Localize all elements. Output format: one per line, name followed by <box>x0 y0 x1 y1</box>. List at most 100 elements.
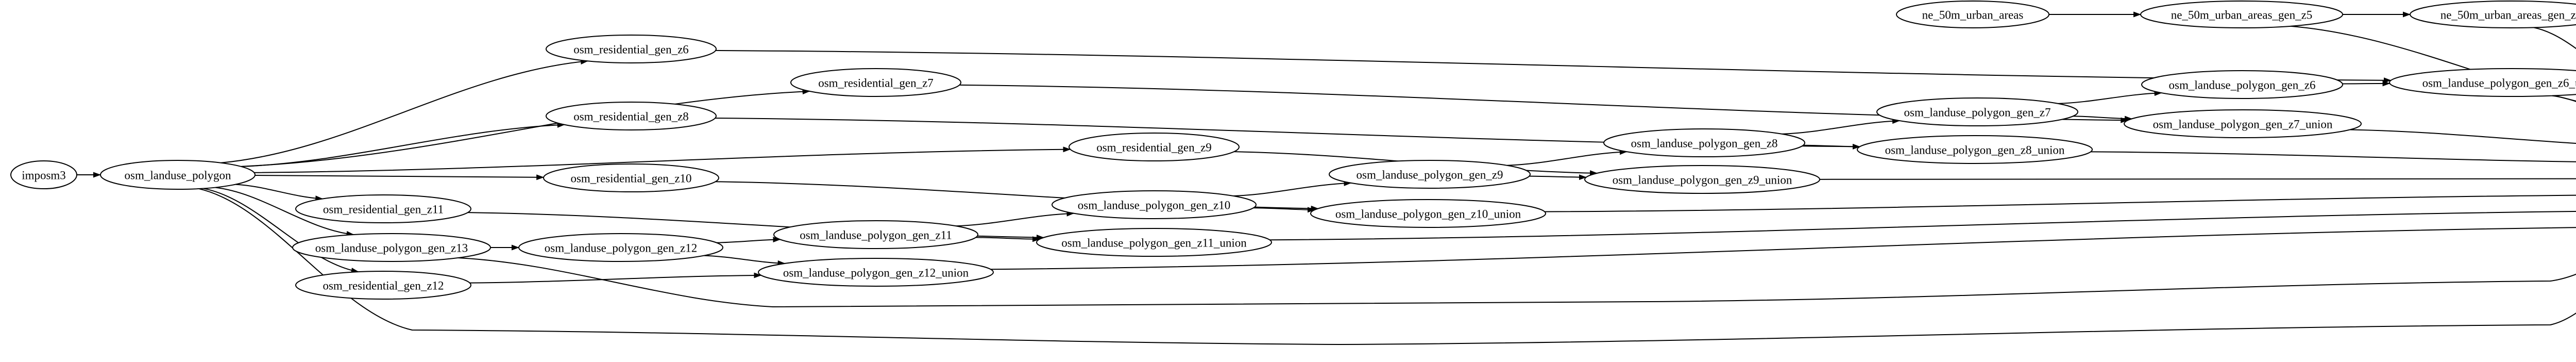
node-label: osm_landuse_polygon <box>125 169 231 182</box>
node-osm_landuse_polygon_gen_z12_union: osm_landuse_polygon_gen_z12_union <box>758 258 994 287</box>
node-label: osm_residential_gen_z11 <box>323 203 444 216</box>
node-label: osm_landuse_polygon_gen_z11_union <box>1061 237 1247 250</box>
node-osm_residential_gen_z7: osm_residential_gen_z7 <box>790 68 961 97</box>
edge-osm_landuse_polygon_gen_z10_union-to-layer_landuse-z10 <box>1545 194 2576 212</box>
edge-osm_landuse_polygon_gen_z12-to-osm_landuse_polygon_gen_z11 <box>716 237 781 243</box>
edge-osm_landuse_polygon_gen_z7_union-to-layer_landuse-z7 <box>2350 129 2576 144</box>
edge-osm_landuse_polygon-to-osm_residential_gen_z6 <box>221 59 589 163</box>
node-osm_residential_gen_z12: osm_residential_gen_z12 <box>295 271 471 300</box>
node-osm_landuse_polygon_gen_z7: osm_landuse_polygon_gen_z7 <box>1876 97 2078 126</box>
node-osm_landuse_polygon_gen_z6: osm_landuse_polygon_gen_z6 <box>2141 70 2343 99</box>
edge-osm_landuse_polygon_gen_z8_union-to-layer_landuse-z8 <box>2091 151 2576 162</box>
node-label: imposm3 <box>22 169 66 182</box>
node-label: osm_landuse_polygon_gen_z8_union <box>1885 144 2065 157</box>
node-osm_landuse_polygon_gen_z9: osm_landuse_polygon_gen_z9 <box>1329 160 1531 189</box>
edge-osm_landuse_polygon_gen_z13-to-layer_landuse-z13 <box>457 257 2576 308</box>
nodes-layer: imposm3 osm_landuse_polygon osm_residentia… <box>10 1 2576 300</box>
node-ellipse <box>790 68 961 97</box>
node-ellipse <box>2141 70 2343 99</box>
node-label: osm_residential_gen_z8 <box>573 110 689 123</box>
node-label: osm_landuse_polygon_gen_z12 <box>545 242 697 255</box>
edge-osm_landuse_polygon_gen_z8-to-osm_landuse_polygon_gen_z7 <box>1782 118 1901 135</box>
node-ellipse <box>1896 1 2049 28</box>
node-label: ne_50m_urban_areas <box>1922 9 2024 22</box>
node-label: osm_landuse_polygon_gen_z6 <box>2169 79 2316 92</box>
edge-osm_landuse_polygon_gen_z7-to-osm_landuse_polygon_gen_z6 <box>2058 90 2162 104</box>
node-osm_landuse_polygon_gen_z10_union: osm_landuse_polygon_gen_z10_union <box>1310 199 1546 228</box>
node-ellipse <box>2124 109 2362 138</box>
node-label: osm_landuse_polygon_gen_z7 <box>1904 106 2051 119</box>
node-label: osm_residential_gen_z10 <box>570 172 691 185</box>
node-label: osm_landuse_polygon_gen_z11 <box>800 229 952 242</box>
node-ellipse <box>295 271 471 300</box>
node-ne_50m_urban_areas: ne_50m_urban_areas <box>1896 1 2049 28</box>
node-ellipse <box>546 102 717 130</box>
edge-osm_landuse_polygon_gen_z11-to-osm_landuse_polygon_gen_z11_union <box>976 236 1041 242</box>
node-osm_landuse_polygon_gen_z8: osm_landuse_polygon_gen_z8 <box>1603 128 1805 157</box>
node-ellipse <box>1329 160 1531 189</box>
node-osm_residential_gen_z9: osm_residential_gen_z9 <box>1069 133 1240 161</box>
node-osm_residential_gen_z6: osm_residential_gen_z6 <box>546 35 717 63</box>
edge-osm_landuse_polygon_gen_z12-to-osm_landuse_polygon_gen_z12_union <box>704 255 786 266</box>
node-osm_landuse_polygon_gen_z7_union: osm_landuse_polygon_gen_z7_union <box>2124 109 2362 138</box>
edge-osm_landuse_polygon_gen_z11_union-to-layer_landuse-z11 <box>1269 210 2576 241</box>
node-ellipse <box>543 163 719 192</box>
edge-osm_landuse_polygon_gen_z11-to-osm_landuse_polygon_gen_z10 <box>956 210 1075 227</box>
node-label: osm_landuse_polygon_gen_z7_union <box>2153 118 2333 131</box>
node-ellipse <box>295 194 471 223</box>
edge-osm_residential_gen_z12-to-osm_landuse_polygon_gen_z12_union <box>469 272 762 284</box>
node-osm_landuse_polygon_gen_z11: osm_landuse_polygon_gen_z11 <box>773 220 978 249</box>
node-label: osm_landuse_polygon_gen_z10 <box>1078 199 1230 212</box>
edge-osm_landuse_polygon-to-osm_residential_gen_z8 <box>241 122 565 168</box>
node-label: osm_landuse_polygon_gen_z10_union <box>1335 208 1521 221</box>
edge-osm_landuse_polygon-to-layer_landuse-z14+ <box>198 188 2576 345</box>
node-ellipse <box>1584 165 1820 194</box>
node-label: osm_landuse_polygon_gen_z12_union <box>783 267 969 279</box>
edge-osm_landuse_polygon_gen_z12_union-to-layer_landuse-z12 <box>990 227 2576 270</box>
node-osm_landuse_polygon_gen_z12: osm_landuse_polygon_gen_z12 <box>518 233 723 262</box>
node-imposm3: imposm3 <box>10 160 77 189</box>
node-ellipse <box>1069 133 1240 161</box>
node-ellipse <box>1052 190 1257 219</box>
edge-osm_landuse_polygon-to-osm_residential_gen_z12 <box>203 188 359 273</box>
node-osm_landuse_polygon_gen_z10: osm_landuse_polygon_gen_z10 <box>1052 190 1257 219</box>
edge-osm_landuse_polygon-to-osm_residential_gen_z9 <box>254 146 1071 173</box>
node-ellipse <box>1876 97 2078 126</box>
node-ellipse <box>1603 128 1805 157</box>
edge-osm_landuse_polygon_gen_z7-to-osm_landuse_polygon_gen_z7_union <box>2073 116 2133 122</box>
edge-osm_landuse_polygon_gen_z10-to-osm_landuse_polygon_gen_z10_union <box>1253 207 1315 213</box>
node-label: osm_landuse_polygon_gen_z9_union <box>1613 174 1792 187</box>
node-ellipse <box>758 258 994 287</box>
node-ellipse <box>100 160 256 190</box>
node-osm_landuse_polygon: osm_landuse_polygon <box>100 160 256 190</box>
node-label: osm_residential_gen_z6 <box>573 43 689 56</box>
edges-layer <box>77 11 2576 345</box>
node-label: osm_residential_gen_z9 <box>1096 141 1212 154</box>
node-ellipse <box>1857 135 2093 164</box>
node-osm_landuse_polygon_gen_z8_union: osm_landuse_polygon_gen_z8_union <box>1857 135 2093 164</box>
node-label: osm_landuse_polygon_gen_z9 <box>1357 169 1503 182</box>
node-label: ne_50m_urban_areas_gen_z5 <box>2171 9 2313 22</box>
node-osm_landuse_polygon_gen_z13: osm_landuse_polygon_gen_z13 <box>292 233 491 262</box>
edge-osm_landuse_polygon_gen_z6_union-to-layer_landuse-z6 <box>2551 95 2576 102</box>
node-label: ne_50m_urban_areas_gen_z4 <box>2441 9 2576 22</box>
node-ne_50m_urban_areas_gen_z4: ne_50m_urban_areas_gen_z4 <box>2410 1 2576 28</box>
node-osm_residential_gen_z10: osm_residential_gen_z10 <box>543 163 719 192</box>
node-osm_residential_gen_z11: osm_residential_gen_z11 <box>295 194 471 223</box>
node-ellipse <box>546 35 717 63</box>
node-ellipse <box>1036 228 1272 257</box>
edge-osm_landuse_polygon-to-osm_residential_gen_z11 <box>235 184 324 202</box>
node-label: osm_landuse_polygon_gen_z13 <box>315 242 468 255</box>
edge-osm_landuse_polygon_gen_z9-to-osm_landuse_polygon_gen_z9_union <box>1529 174 1587 180</box>
node-ellipse <box>2140 1 2343 28</box>
edge-osm_landuse_polygon_gen_z10-to-osm_landuse_polygon_gen_z9 <box>1233 180 1352 197</box>
node-label: osm_residential_gen_z7 <box>818 77 934 90</box>
node-osm_landuse_polygon_gen_z6_union: osm_landuse_polygon_gen_z6_union <box>2389 68 2576 97</box>
edge-osm_landuse_polygon-to-osm_landuse_polygon_gen_z13 <box>215 187 354 237</box>
node-ellipse <box>773 220 978 249</box>
node-ellipse <box>2389 68 2576 97</box>
node-ne_50m_urban_areas_gen_z5: ne_50m_urban_areas_gen_z5 <box>2140 1 2343 28</box>
edge-osm_landuse_polygon_gen_z9-to-osm_landuse_polygon_gen_z8 <box>1507 149 1628 166</box>
